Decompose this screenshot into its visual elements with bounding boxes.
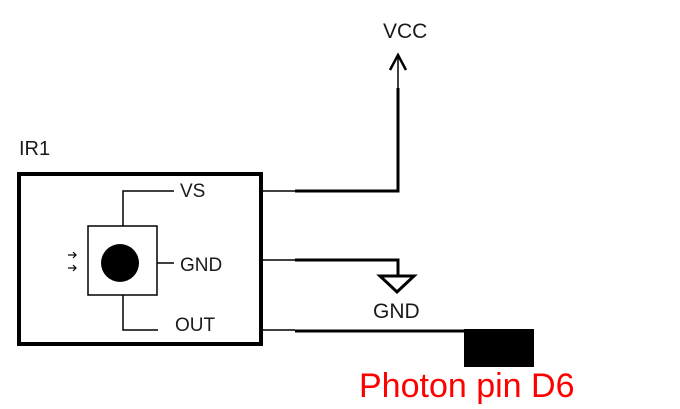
vcc-arrow-icon bbox=[388, 52, 408, 71]
vcc-wire bbox=[295, 88, 400, 193]
vs-internal-lead bbox=[122, 190, 174, 226]
sensor-lens-icon bbox=[101, 244, 139, 282]
photon-pin-label: Photon pin D6 bbox=[359, 367, 575, 405]
gnd-wire bbox=[295, 258, 400, 275]
pin-label-out: OUT bbox=[175, 315, 216, 336]
pin-label-gnd: GND bbox=[180, 255, 222, 276]
component-ref-label: IR1 bbox=[19, 138, 50, 160]
vcc-label: VCC bbox=[383, 20, 427, 43]
ground-symbol-icon bbox=[376, 274, 418, 295]
out-internal-lead bbox=[122, 295, 158, 331]
gnd-label: GND bbox=[373, 300, 420, 323]
component-body bbox=[17, 172, 263, 346]
light-arrows-icon bbox=[68, 251, 77, 272]
photon-pin-pad bbox=[464, 329, 534, 367]
pin-label-vs: VS bbox=[180, 181, 205, 202]
